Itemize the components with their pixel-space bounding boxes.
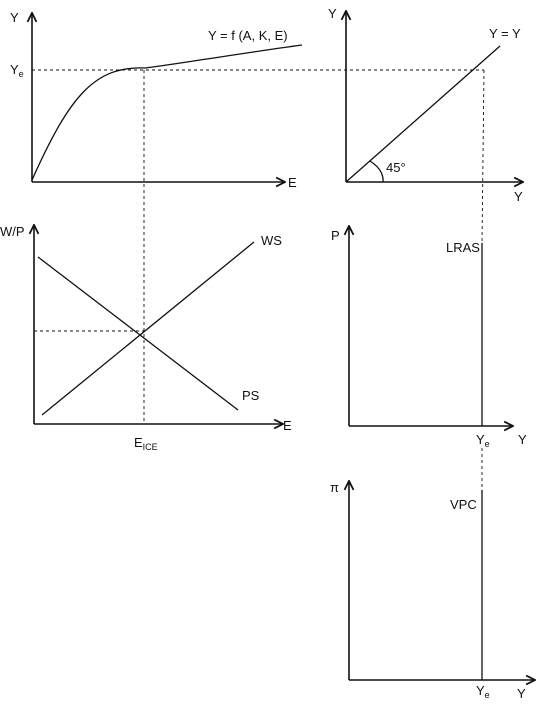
production-ye-label: Ye (10, 62, 24, 79)
ps-label: PS (242, 388, 260, 403)
identity-panel: Y Y Y = Y 45° (328, 6, 523, 204)
production-function-curve (31, 44, 303, 181)
vpc-label: VPC (450, 497, 477, 512)
vpc-ye-label: Ye (476, 683, 490, 700)
lras-label: LRAS (446, 240, 480, 255)
angle-arc (369, 160, 384, 183)
identity-line-label: Y = Y (489, 26, 521, 41)
ws-curve (41, 241, 255, 416)
ye-vertical-guide-upper (481, 69, 485, 244)
ps-curve (37, 256, 239, 411)
production-x-axis-label: E (288, 175, 297, 190)
angle-label: 45° (386, 160, 406, 175)
eice-label: EICE (134, 435, 158, 452)
vpc-x-axis-label: Y (517, 686, 526, 701)
labour-panel: W/P E WS PS EICE (0, 224, 292, 452)
lras-x-axis-label: Y (518, 432, 527, 447)
lras-ye-label: Ye (476, 432, 490, 449)
labour-y-axis-label: W/P (0, 224, 25, 239)
production-panel: Y E Y = f (A, K, E) Ye (10, 10, 303, 190)
connecting-guides (32, 69, 485, 490)
production-curve-label: Y = f (A, K, E) (208, 28, 288, 43)
identity-x-axis-label: Y (514, 189, 523, 204)
identity-45-line (345, 45, 501, 183)
lras-y-axis-label: P (331, 228, 340, 243)
ws-label: WS (261, 233, 282, 248)
identity-y-axis-label: Y (328, 6, 337, 21)
vpc-y-axis-label: π (330, 480, 339, 495)
vpc-panel: π Y VPC Ye (330, 480, 534, 701)
labour-x-axis-label: E (283, 418, 292, 433)
lras-panel: P Y LRAS Ye (331, 227, 527, 449)
production-y-axis-label: Y (10, 10, 19, 25)
